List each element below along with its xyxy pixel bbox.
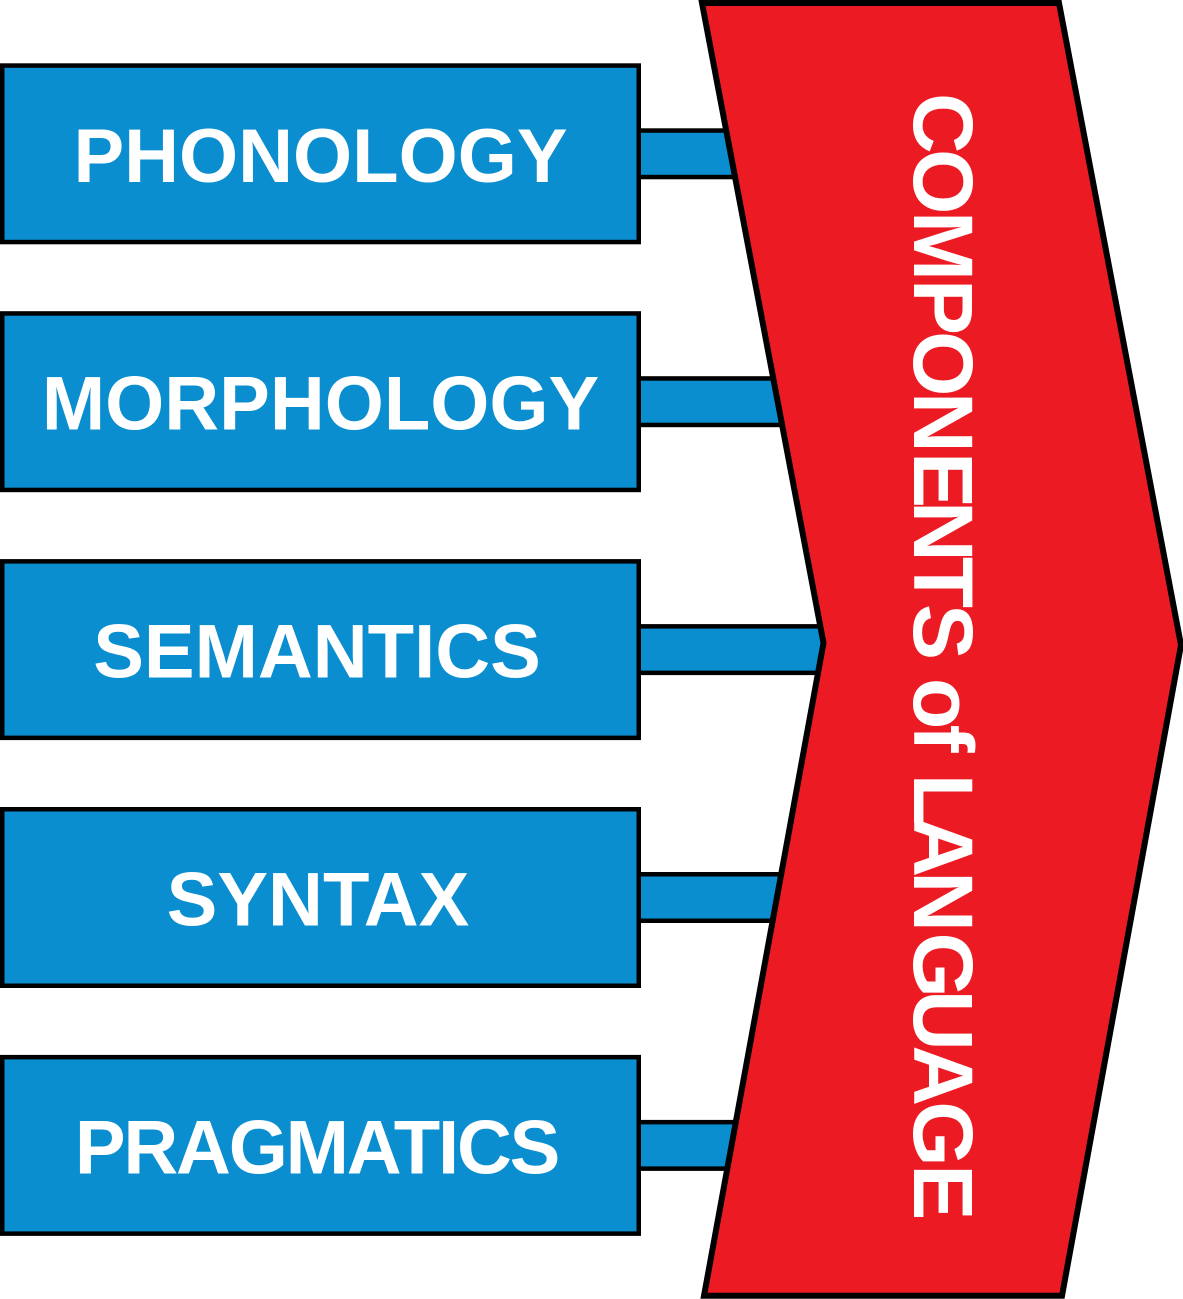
svg-text:MORPHOLOGY: MORPHOLOGY [42, 362, 599, 447]
svg-text:PHONOLOGY: PHONOLOGY [73, 114, 567, 199]
svg-text:COMPONENTS of LANGUAGE: COMPONENTS of LANGUAGE [896, 93, 990, 1220]
svg-text:SEMANTICS: SEMANTICS [93, 610, 541, 695]
svg-text:PRAGMATICS: PRAGMATICS [75, 1105, 558, 1190]
svg-text:SYNTAX: SYNTAX [167, 858, 470, 943]
